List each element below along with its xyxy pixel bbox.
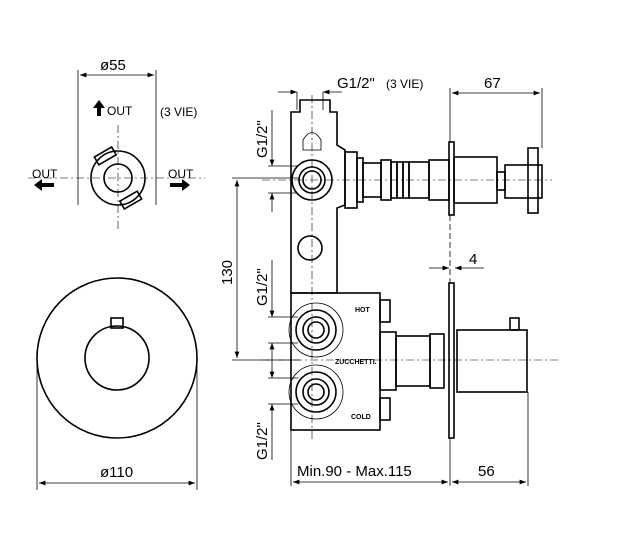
- plate-diameter-label: ø110: [100, 464, 133, 481]
- arrow-right-icon: [170, 179, 190, 191]
- out-left-label: OUT: [32, 167, 58, 181]
- thread-label-3: G1/2": [254, 422, 271, 460]
- top-thread-note: (3 VIE): [386, 77, 423, 91]
- handle-depth-label: 67: [484, 75, 501, 92]
- plate-thickness-label: 4: [469, 251, 477, 268]
- ways-note: (3 VIE): [160, 105, 197, 119]
- front-diameter-label: ø55: [100, 57, 126, 74]
- knob: [456, 329, 528, 393]
- brand-label: ZUCCHETTI.: [335, 359, 377, 366]
- depth-range-label: Min.90 - Max.115: [297, 463, 412, 480]
- plate-view: ø110: [36, 277, 198, 490]
- thread-label-1: G1/2": [254, 120, 271, 158]
- hot-label: HOT: [355, 307, 371, 314]
- height-label: 130: [219, 260, 236, 285]
- out-top-label: OUT: [107, 104, 133, 118]
- side-view: G1/2" (3 VIE) HOT COLD ZUCCHETTI. 130 G1…: [219, 75, 560, 486]
- knob-depth-label: 56: [478, 463, 495, 480]
- thread-label-2: G1/2": [254, 268, 271, 306]
- out-right-label: OUT: [168, 167, 194, 181]
- front-view: ø55 OUT (3 VIE) OUT OUT: [28, 57, 205, 230]
- cold-label: COLD: [351, 414, 371, 421]
- arrow-left-icon: [34, 179, 54, 191]
- arrow-up-icon: [93, 100, 105, 116]
- top-thread-label: G1/2": [337, 75, 375, 92]
